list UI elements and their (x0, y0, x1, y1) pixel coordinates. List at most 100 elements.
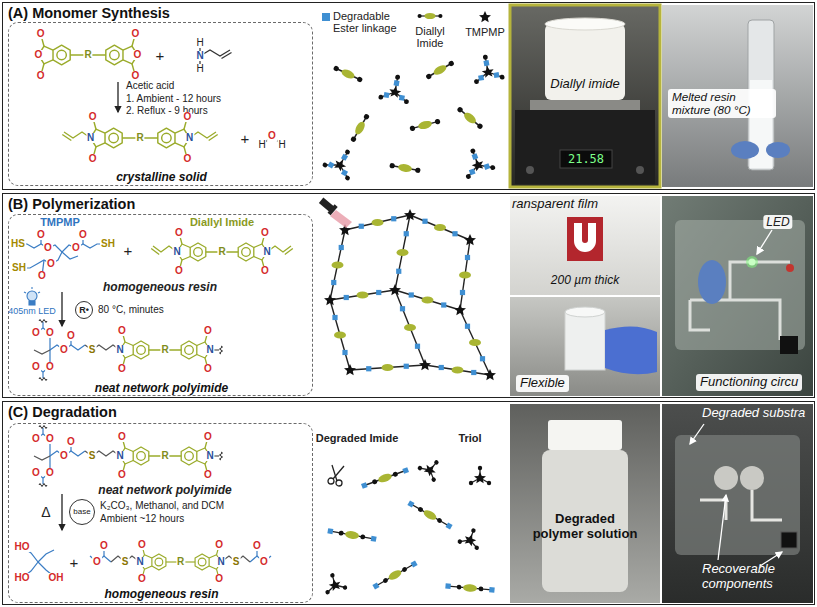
atom-label: O (45, 328, 55, 338)
photo-label: Flexible (516, 375, 569, 392)
polymer-network-schematic (389, 284, 401, 295)
photo-circuit (757, 230, 772, 254)
tmpmp-structure (62, 252, 78, 259)
polymer-network-schematic (324, 294, 336, 305)
atom-label: O (130, 71, 140, 81)
atom-label: O (45, 362, 55, 372)
atom-label: O (214, 574, 224, 584)
diallyl-imide-structure (151, 248, 159, 254)
atom-label: O (252, 541, 262, 551)
atom-label: S (232, 557, 241, 567)
initiator-symbol: R• (75, 301, 93, 319)
polymer-network-schematic (400, 306, 405, 311)
photo-transparent-film (574, 223, 596, 252)
atom-label: O (36, 29, 46, 39)
diallyl-imide-structure (62, 135, 71, 141)
atom-label: H (195, 38, 204, 48)
atom-label: O (260, 266, 270, 276)
photo-circuit (746, 256, 758, 268)
polymer-network-schematic (469, 339, 481, 346)
atom-label: O (267, 131, 277, 141)
atom-label: O (99, 541, 109, 551)
polymer-network-schematic (404, 231, 409, 236)
atom-label: N (216, 557, 225, 567)
led-bulb-icon (24, 292, 26, 293)
atom-label: O (117, 326, 127, 336)
flashlight-icon (330, 210, 352, 228)
atom-label: O (46, 259, 56, 269)
legend-ellipse (418, 13, 443, 19)
plus-sign: + (241, 131, 250, 146)
led-bulb-icon (24, 287, 40, 305)
photo-resin-vial (662, 5, 813, 187)
polymer-network-schematic (484, 369, 496, 380)
photo-diallyl-imide-jar (560, 150, 612, 168)
atom-label: N (86, 133, 95, 143)
legend-star (479, 11, 491, 22)
monomer-schematic (389, 162, 421, 175)
degraded-pieces-schematic (372, 559, 418, 590)
molecule-name: Diallyl Imide (190, 217, 254, 228)
atom-label: O (137, 540, 147, 550)
diallyl-imide-structure (62, 117, 217, 159)
atom-label: O (117, 364, 127, 374)
diallyl-imide-structure (285, 248, 293, 254)
led-bulb-icon (29, 301, 35, 305)
photo-resin-vial (662, 5, 813, 187)
polymer-network-schematic (372, 219, 384, 226)
photo-diallyl-imide-jar (545, 18, 625, 30)
polymer-network-schematic (460, 240, 470, 310)
allylamine-structure (200, 43, 232, 69)
photo-degraded-substrate (740, 466, 764, 490)
polymer-network-schematic (422, 219, 427, 224)
atom-label: SH (11, 263, 27, 273)
monomer-schematic (332, 64, 363, 84)
atom-label: N (185, 133, 194, 143)
molecule-name: TMPMP (40, 217, 80, 228)
atom-label: N (195, 51, 204, 61)
degraded-pieces-schematic (321, 570, 348, 595)
flashlight-icon (318, 196, 352, 228)
atom-label: O (260, 228, 270, 238)
polymer-network-schematic (344, 364, 356, 375)
photo-degraded-substrate (718, 495, 726, 560)
polymer-network-schematic (434, 224, 446, 231)
polymer-network-schematic (382, 364, 394, 371)
polymer-network-schematic (404, 209, 416, 220)
polymer-network-schematic (464, 234, 476, 245)
atom-label: HO (14, 542, 31, 552)
polymer-network-schematic (342, 350, 347, 355)
polymer-network-schematic (465, 255, 470, 260)
legend-ellipse (418, 13, 443, 19)
product-label: homogeneous resin (103, 281, 217, 293)
photo-circuit (675, 220, 805, 350)
photo-circuit (662, 196, 813, 396)
atom-label: R (160, 451, 169, 461)
degraded-pieces-schematic (445, 582, 495, 594)
photo-label: Diallyl imide (510, 77, 660, 92)
legend-star (479, 11, 491, 22)
atom-label: R (135, 133, 144, 143)
monomer-schematic (409, 117, 441, 132)
atom-label: O (31, 468, 41, 478)
light-source-label: 405nm LED (8, 307, 56, 316)
degraded-pieces-schematic (457, 525, 485, 551)
photo-degraded-substrate (662, 404, 813, 603)
polymer-network-schematic (460, 310, 490, 375)
polymer-network-schematic (330, 230, 345, 300)
led-bulb-icon (27, 291, 37, 301)
degraded-pieces-schematic (327, 527, 377, 543)
atom-label: O (36, 230, 46, 240)
photo-flexible-film (565, 312, 605, 370)
photo-degraded-substrate (690, 424, 704, 444)
polymer-network-schematic (376, 290, 381, 295)
polymer-network-schematic (330, 300, 350, 370)
atom-label: O (203, 470, 213, 480)
atom-label: O (117, 470, 127, 480)
monomer-schematic (322, 142, 362, 181)
photo-diallyl-imide-jar (515, 110, 655, 184)
atom-label: S (88, 451, 97, 461)
atom-label: O (203, 432, 213, 442)
degraded-pieces-schematic (321, 453, 495, 594)
